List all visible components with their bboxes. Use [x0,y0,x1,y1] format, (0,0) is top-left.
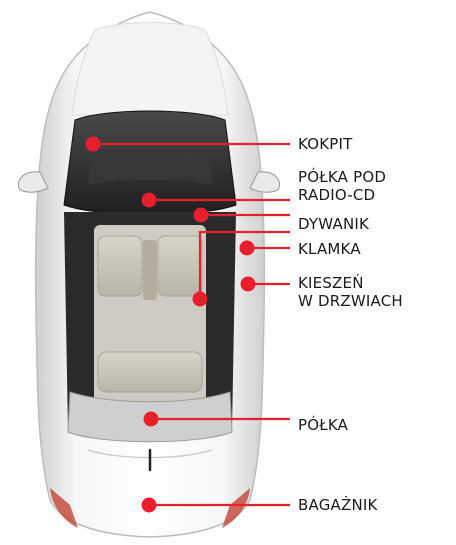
label-bagaznik: BAGAŻNIK [298,496,378,514]
label-kokpit: KOKPIT [298,135,353,153]
marker-kieszen [240,276,256,292]
label-klamka: KLAMKA [298,240,361,258]
rear-seats [97,351,203,393]
marker-polka [143,411,159,427]
left-mirror [17,171,49,193]
tail-light-left [50,488,78,528]
marker-klamka [239,240,255,256]
label-kieszen: KIESZEŃ W DRZWIACH [298,274,403,310]
marker-kokpit [85,136,101,152]
marker-polka-pod-radio [141,192,157,208]
label-polka-pod-radio: PÓŁKA POD RADIO-CD [298,168,387,204]
front-seat-left [97,235,143,297]
front-seat-right [157,235,203,297]
leader-lines [93,142,290,507]
tail-light-right [222,488,250,528]
marker-dywanik-2 [192,291,208,307]
label-polka: PÓŁKA [298,416,349,434]
label-dywanik: DYWANIK [298,215,370,233]
right-mirror [249,171,281,193]
marker-dots [85,136,256,513]
marker-bagaznik [141,497,157,513]
leader-klamka [198,230,290,299]
marker-dywanik [193,207,209,223]
